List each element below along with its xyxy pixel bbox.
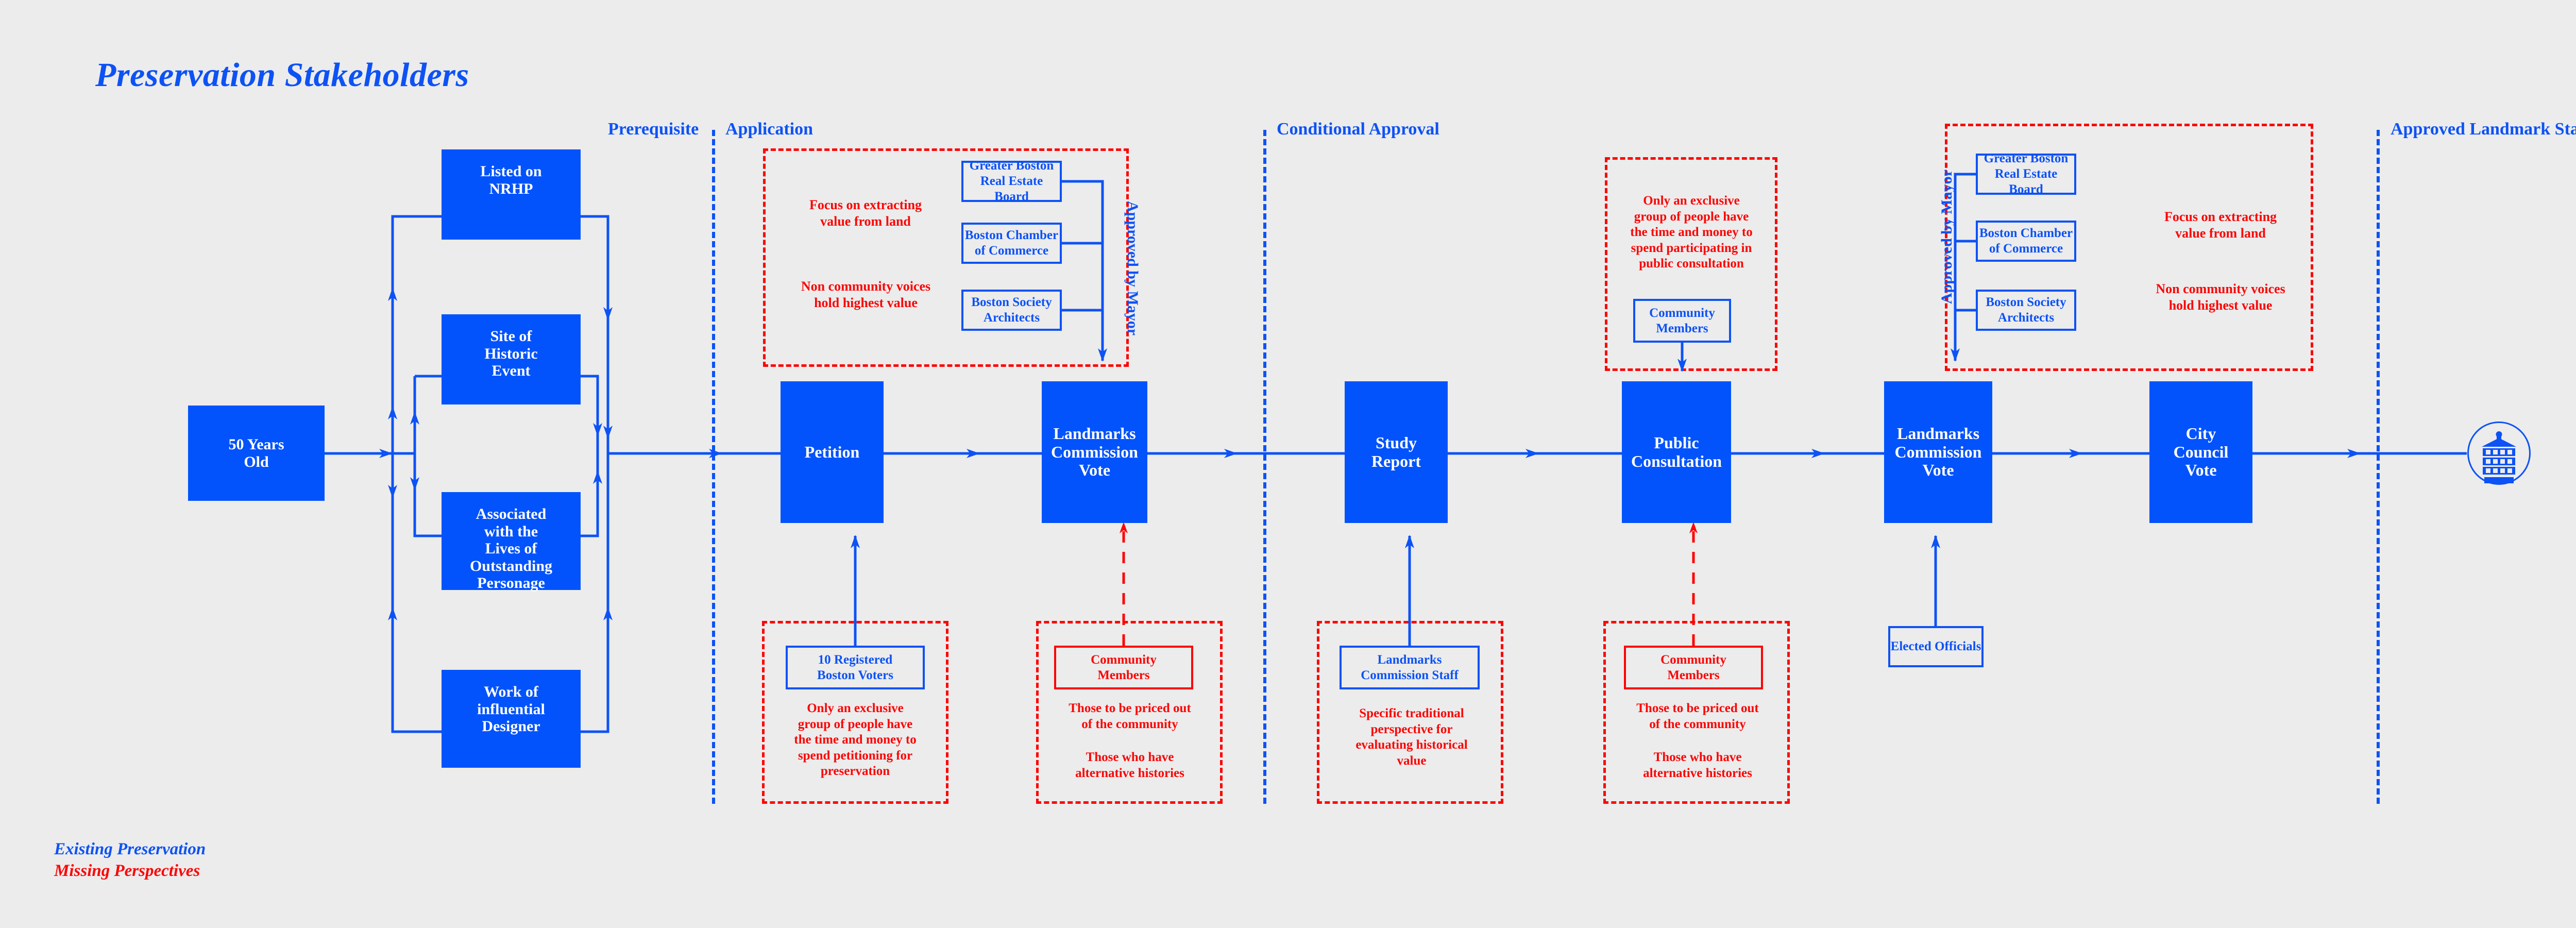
- wire-trunk-down-designer: [391, 453, 442, 733]
- stakeholder-box-10-registered-boston-voters: 10 Registered Boston Voters: [786, 646, 925, 689]
- section-divider-application: [1263, 130, 1266, 804]
- wire-historic-return: [581, 375, 599, 453]
- stakeholder-box-community-members-consultation-missing: Community Members: [1624, 646, 1763, 689]
- section-label-prerequisite: Prerequisite: [608, 120, 699, 139]
- group-frame-consultation-community: [1603, 621, 1790, 804]
- note-non-community-voices-1: Non community voices hold highest value: [801, 279, 931, 310]
- criteria-box-outstanding-personage: Associated with the Lives of Outstanding…: [442, 492, 581, 592]
- process-box-study-report: Study Report: [1345, 381, 1448, 523]
- wire-nrhp-return: [581, 215, 609, 453]
- note-only-exclusive-group-consultation: Only an exclusive group of people have t…: [1630, 194, 1753, 271]
- criteria-box-influential-designer: Work of influential Designer: [442, 670, 581, 768]
- note-non-community-voices-2: Non community voices hold highest value: [2156, 281, 2285, 313]
- group-frame-application-business: [763, 148, 1129, 367]
- wire-trunk-up-nrhp: [391, 215, 442, 453]
- stakeholder-box-boston-chamber-of-commerce-1: Boston Chamber of Commerce: [961, 223, 1062, 264]
- page-title: Preservation Stakeholders: [95, 56, 469, 94]
- note-focus-extracting-value-1: Focus on extracting value from land: [809, 197, 922, 229]
- process-box-public-consultation: Public Consultation: [1622, 381, 1731, 523]
- note-alternative-histories-lcvote1: Those who have alternative histories: [1075, 750, 1184, 780]
- stakeholder-box-elected-officials: Elected Officials: [1888, 626, 1984, 667]
- stakeholder-box-greater-boston-real-estate-board-1: Greater Boston Real Estate Board: [961, 159, 1062, 204]
- criteria-start-box: 50 Years Old: [188, 406, 325, 501]
- section-label-application: Application: [725, 120, 814, 139]
- section-label-conditional-approval: Conditional Approval: [1277, 120, 1439, 139]
- edge-label-approved-by-mayor-2: Approved by Mayor: [1938, 169, 1955, 304]
- section-divider-prerequisite: [712, 130, 715, 804]
- process-box-petition: Petition: [781, 381, 884, 523]
- legend-existing-preservation: Existing Preservation: [54, 840, 206, 858]
- stakeholder-box-boston-chamber-of-commerce-2: Boston Chamber of Commerce: [1976, 221, 2076, 262]
- process-box-landmarks-commission-vote-1: Landmarks Commission Vote: [1042, 381, 1147, 523]
- group-frame-lcvote2-business: [1945, 124, 2313, 371]
- criteria-box-nrhp: Listed on NRHP: [442, 149, 581, 240]
- stakeholder-box-boston-society-architects-1: Boston Society Architects: [961, 290, 1062, 331]
- stakeholder-box-greater-boston-real-estate-board-2: Greater Boston Real Estate Board: [1976, 151, 2076, 196]
- note-specific-traditional-perspective: Specific traditional perspective for eva…: [1355, 706, 1468, 768]
- wire-personage-return: [581, 453, 599, 537]
- stakeholder-box-community-members-lcvote1: Community Members: [1054, 646, 1193, 689]
- note-focus-extracting-value-2: Focus on extracting value from land: [2164, 209, 2277, 241]
- note-alternative-histories-consultation: Those who have alternative histories: [1643, 750, 1752, 780]
- group-frame-consultation-exclusive: [1605, 157, 1777, 371]
- legend-missing-perspectives: Missing Perspectives: [54, 862, 200, 880]
- wire-personage-stub: [413, 376, 442, 537]
- edge-label-approved-by-mayor-1: Approved by Mayor: [1124, 201, 1141, 336]
- criteria-box-historic-event: Site of Historic Event: [442, 314, 581, 404]
- note-priced-out-consultation: Those to be priced out of the community: [1636, 701, 1759, 731]
- wire-designer-return: [581, 453, 609, 733]
- section-label-approved-landmark-status: Approved Landmark Status: [2391, 120, 2576, 139]
- group-frame-lcvote1-community: [1036, 621, 1223, 804]
- landmark-building-icon: [2467, 421, 2531, 485]
- stakeholder-box-landmarks-commission-staff: Landmarks Commission Staff: [1340, 646, 1480, 689]
- process-box-city-council-vote: City Council Vote: [2149, 381, 2252, 523]
- stakeholder-box-boston-society-architects-2: Boston Society Architects: [1976, 290, 2076, 331]
- stakeholder-box-community-members-consultation: Community Members: [1633, 299, 1731, 343]
- process-box-landmarks-commission-vote-2: Landmarks Commission Vote: [1884, 381, 1992, 523]
- note-only-exclusive-group-petitioning: Only an exclusive group of people have t…: [794, 701, 917, 778]
- note-priced-out-lcvote1: Those to be priced out of the community: [1069, 701, 1191, 731]
- section-divider-conditional: [2377, 130, 2380, 804]
